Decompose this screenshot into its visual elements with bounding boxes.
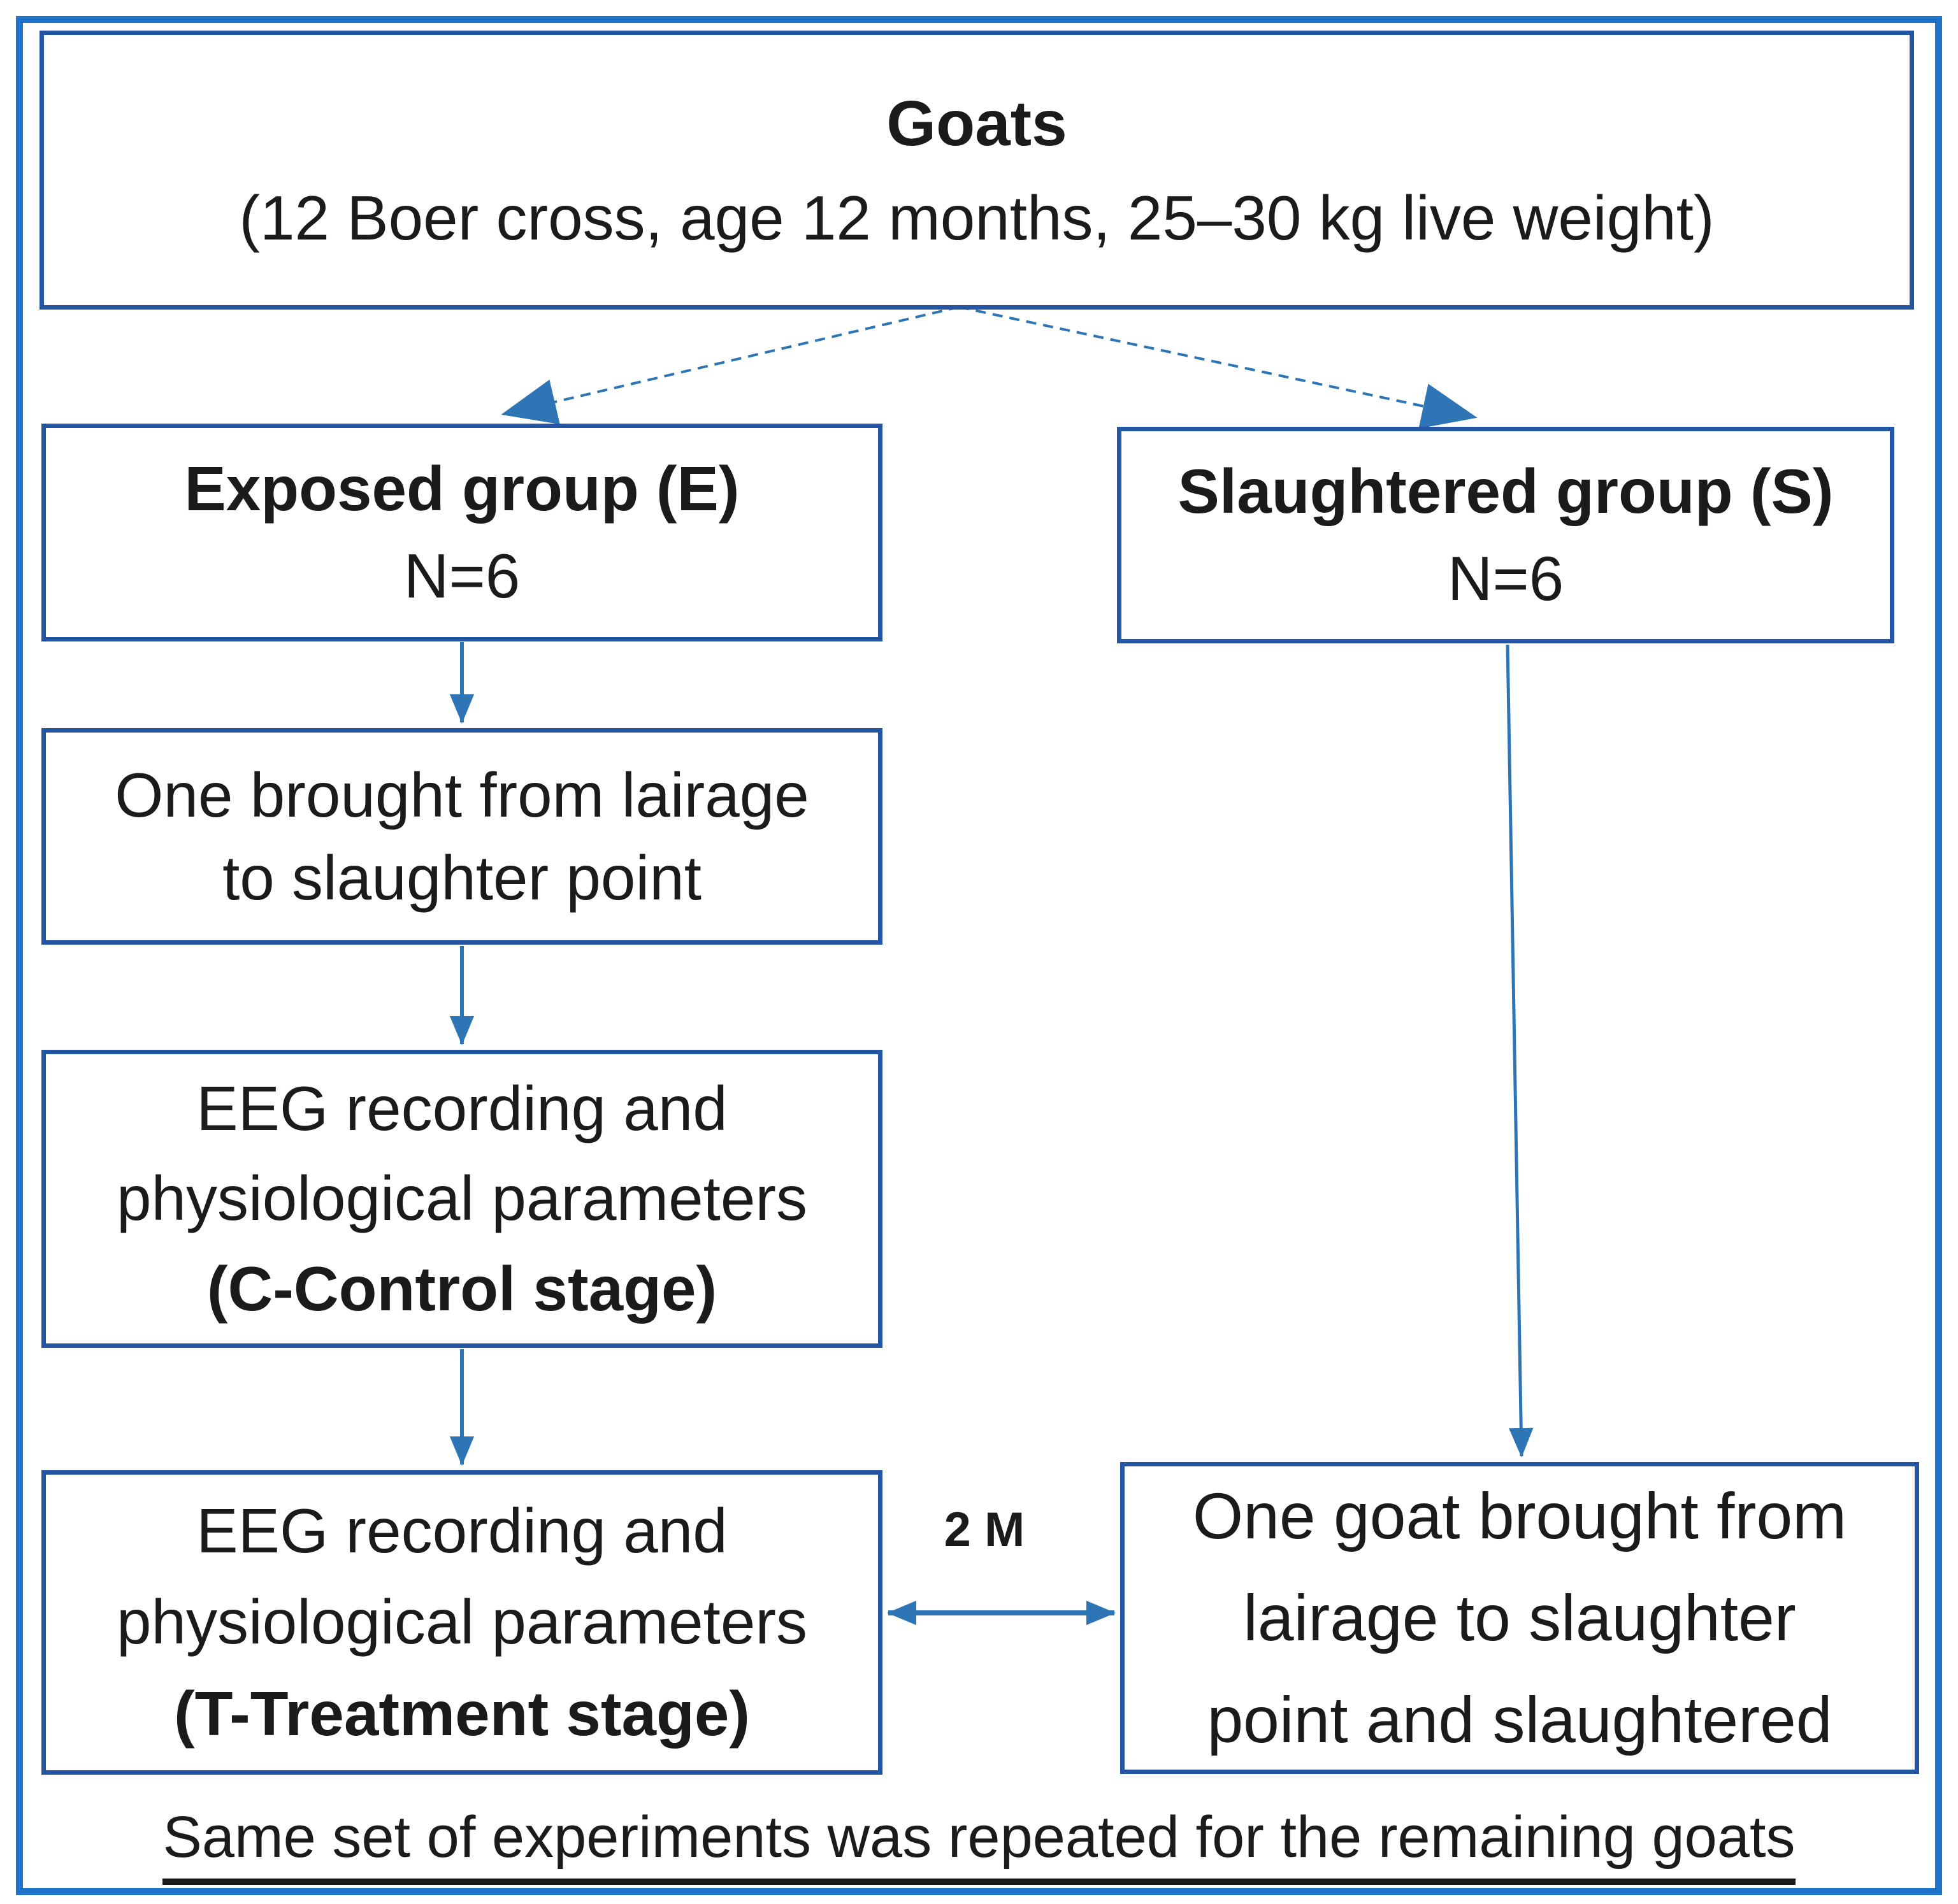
- control-line-1: EEG recording and: [196, 1073, 728, 1144]
- arrow-goats-to-slaughtered: [958, 306, 1478, 429]
- exposed-group-count: N=6: [403, 541, 521, 611]
- goats-box: Goats (12 Boer cross, age 12 months, 25–…: [40, 31, 1914, 310]
- slaughter-point-box: One goat brought from lairage to slaught…: [1120, 1462, 1919, 1774]
- slaughter-point-line-3: point and slaughtered: [1207, 1684, 1832, 1757]
- control-stage-label: (C-Control stage): [206, 1253, 717, 1324]
- slaughtered-group-count: N=6: [1447, 543, 1564, 613]
- slaughter-point-line-1: One goat brought from: [1192, 1479, 1847, 1552]
- interval-2m-label: 2 M: [944, 1503, 1025, 1557]
- goats-title: Goats: [886, 87, 1067, 159]
- slaughtered-group-box: Slaughtered group (S) N=6: [1117, 427, 1894, 643]
- slaughtered-group-title: Slaughtered group (S): [1177, 455, 1834, 526]
- slaughter-point-line-2: lairage to slaughter: [1243, 1581, 1796, 1654]
- treatment-stage-label: (T-Treatment stage): [174, 1678, 750, 1749]
- lairage-box: One brought from lairage to slaughter po…: [41, 728, 882, 945]
- arrow-goats-to-exposed: [501, 306, 960, 425]
- arrow-slaughtered-to-slaughterpoint: [1506, 644, 1534, 1457]
- exposed-group-title: Exposed group (E): [184, 453, 740, 524]
- footnote-text: Same set of experiments was repeated for…: [162, 1804, 1796, 1885]
- lairage-line-2: to slaughter point: [222, 843, 702, 913]
- outer-frame: [16, 16, 1942, 1895]
- treatment-stage-box: EEG recording and physiological paramete…: [41, 1470, 882, 1775]
- exposed-group-box: Exposed group (E) N=6: [41, 424, 882, 641]
- footnote: Same set of experiments was repeated for…: [0, 1804, 1958, 1885]
- control-line-2: physiological parameters: [117, 1163, 807, 1234]
- treatment-line-2: physiological parameters: [117, 1587, 807, 1657]
- goats-subtitle: (12 Boer cross, age 12 months, 25–30 kg …: [239, 182, 1715, 253]
- lairage-line-1: One brought from lairage: [115, 759, 809, 830]
- control-stage-box: EEG recording and physiological paramete…: [41, 1050, 882, 1348]
- treatment-line-1: EEG recording and: [196, 1496, 728, 1566]
